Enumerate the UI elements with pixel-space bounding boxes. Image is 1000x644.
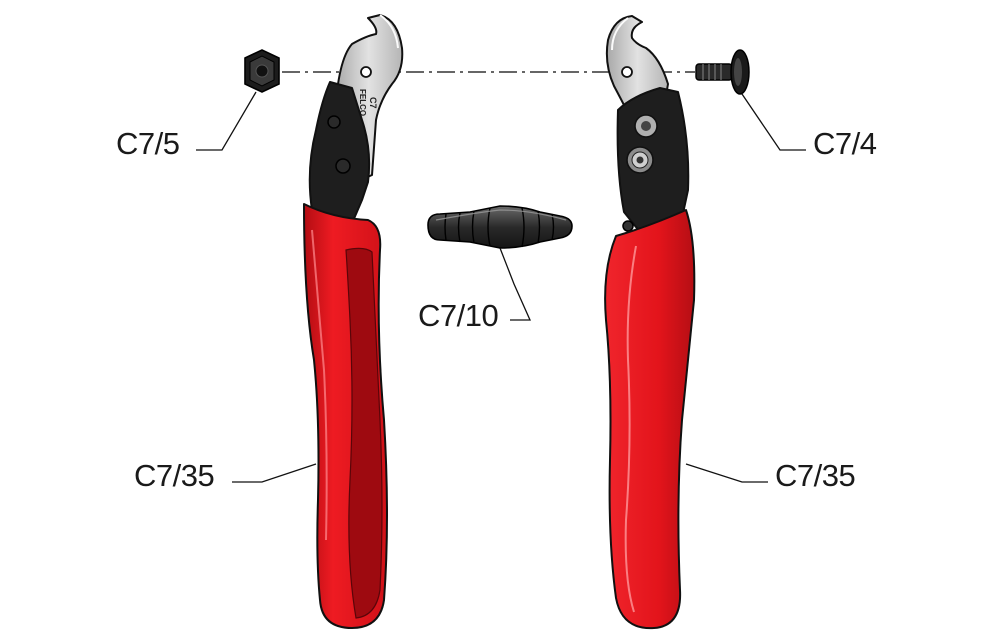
leader-line-nut bbox=[196, 91, 257, 151]
leader-line-handle-left bbox=[232, 463, 317, 483]
label-spring: C7/10 bbox=[418, 298, 499, 333]
hex-nut bbox=[244, 49, 280, 93]
leader-line-handle-right bbox=[685, 463, 768, 483]
coil-spring bbox=[427, 205, 573, 249]
left-rivet-bottom bbox=[335, 158, 351, 174]
marking-brand: FELCO bbox=[358, 89, 367, 116]
leader-line-spring bbox=[499, 247, 532, 321]
right-adjust-wheel bbox=[626, 146, 654, 174]
left-head bbox=[308, 81, 371, 229]
label-screw: C7/4 bbox=[813, 126, 877, 161]
leader-line-screw bbox=[741, 93, 806, 151]
right-handle-rivet bbox=[622, 220, 634, 232]
left-rivet-top bbox=[327, 115, 341, 129]
right-tool-half bbox=[604, 15, 696, 630]
engraved-marking: FELCO C7 bbox=[358, 89, 378, 116]
right-pivot-washer bbox=[634, 114, 658, 138]
right-pivot-hole bbox=[621, 66, 633, 78]
right-handle bbox=[604, 209, 696, 630]
marking-model: C7 bbox=[368, 97, 378, 109]
shoulder-screw bbox=[695, 49, 750, 95]
left-tool-half: FELCO C7 bbox=[303, 14, 404, 629]
label-handle-left: C7/35 bbox=[134, 458, 215, 493]
left-handle-inner-channel bbox=[345, 247, 383, 619]
label-nut: C7/5 bbox=[116, 126, 180, 161]
left-pivot-hole bbox=[360, 66, 372, 78]
label-handle-right: C7/35 bbox=[775, 458, 856, 493]
